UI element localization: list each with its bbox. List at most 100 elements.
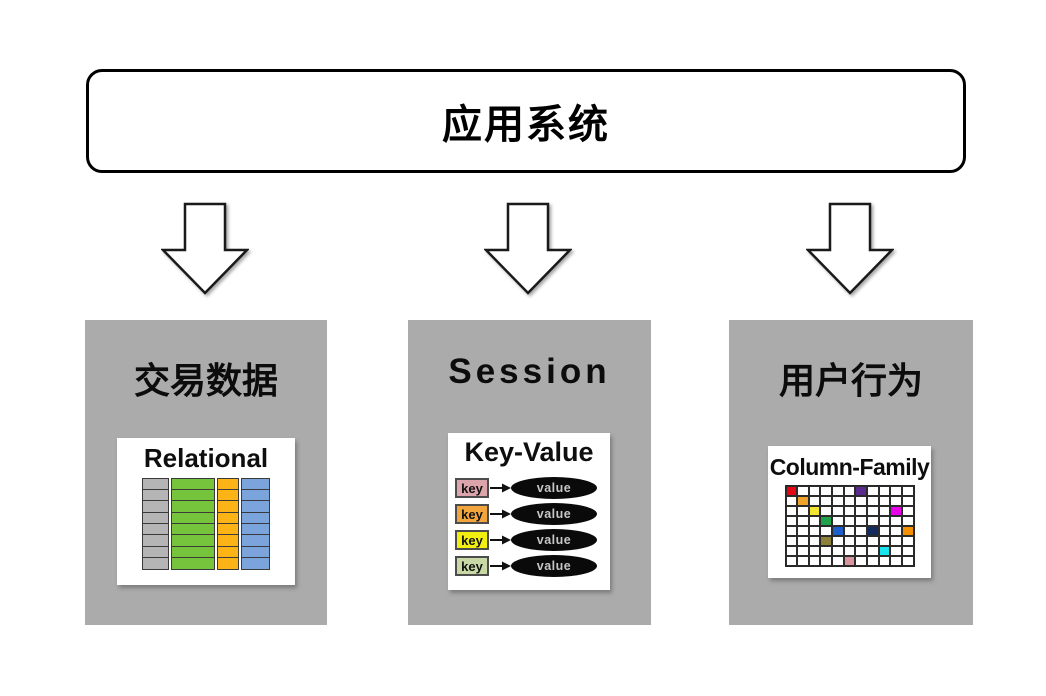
grid-cell (866, 486, 879, 497)
grid-cell (843, 516, 856, 527)
key-box: key (455, 478, 489, 499)
grid-cell (797, 486, 809, 497)
arrow-right-icon (490, 509, 511, 519)
grid-cell (890, 516, 902, 527)
grid-cell (797, 546, 809, 557)
grid-cell (890, 526, 902, 537)
grid-cell (785, 506, 798, 517)
grid-cell (843, 506, 856, 517)
column-family-grid (784, 485, 915, 568)
grid-cell-colored (843, 556, 856, 567)
relational-title: Relational (143, 443, 269, 473)
relational-cell (170, 557, 215, 570)
grid-cell (890, 496, 902, 507)
grid-cell (855, 546, 867, 557)
grid-cell (808, 546, 821, 557)
relational-cell (142, 557, 169, 570)
grid-cell (901, 506, 914, 517)
grid-cell (878, 516, 891, 527)
grid-cell (785, 516, 798, 527)
grid-cell (785, 496, 798, 507)
relational-column-orange (216, 477, 239, 570)
grid-cell (855, 516, 867, 527)
grid-cell (843, 486, 856, 497)
grid-cell (820, 526, 833, 537)
card-title: 用户行为 (778, 360, 923, 401)
page-title: 应用系统 (442, 103, 610, 147)
grid-cell-colored (878, 546, 891, 557)
grid-cell (866, 536, 879, 547)
grid-cell (855, 526, 867, 537)
grid-cell (901, 486, 914, 497)
grid-cell-colored (785, 486, 798, 497)
relational-column-blue (240, 477, 270, 570)
grid-cell-colored (820, 516, 833, 527)
grid-cell (901, 546, 914, 557)
grid-cell (808, 536, 821, 547)
arrow-right-icon (490, 561, 511, 571)
grid-cell (901, 496, 914, 507)
grid-cell (855, 556, 867, 567)
grid-cell (866, 506, 879, 517)
grid-cell (878, 556, 891, 567)
grid-cell (832, 536, 844, 547)
grid-cell (820, 486, 833, 497)
grid-cell-colored (866, 526, 879, 537)
key-box: key (455, 530, 489, 551)
grid-cell (901, 556, 914, 567)
grid-cell-colored (901, 526, 914, 537)
grid-cell (820, 506, 833, 517)
grid-cell (832, 556, 844, 567)
grid-cell (843, 496, 856, 507)
grid-cell-colored (797, 496, 809, 507)
grid-cell (890, 536, 902, 547)
column-family-title: Column-Family (769, 454, 930, 480)
grid-cell (878, 486, 891, 497)
down-arrow-icon (806, 202, 894, 295)
relational-column-gray (142, 477, 169, 570)
grid-cell (855, 536, 867, 547)
application-system-box: 应用系统 (86, 69, 966, 173)
value-ellipse: value (511, 529, 597, 552)
value-ellipse: value (511, 477, 597, 500)
grid-cell-colored (820, 536, 833, 547)
grid-cell (808, 486, 821, 497)
relational-column-green (170, 477, 215, 570)
grid-cell (797, 536, 809, 547)
grid-cell (855, 496, 867, 507)
grid-cell (832, 546, 844, 557)
grid-cell (785, 536, 798, 547)
column-family-image: Column-Family (768, 446, 931, 578)
value-ellipse: value (511, 555, 597, 578)
down-arrow-icon (161, 202, 249, 295)
grid-cell (866, 556, 879, 567)
key-value-row: key value (455, 477, 610, 500)
grid-cell (797, 556, 809, 567)
key-value-title: Key-Value (464, 437, 594, 467)
grid-cell-colored (808, 506, 821, 517)
card-title: 交易数据 (133, 360, 278, 401)
down-arrow-icon (484, 202, 572, 295)
grid-cell (832, 496, 844, 507)
datastore-card-transactions: 交易数据 Relational (85, 320, 327, 625)
grid-cell (832, 506, 844, 517)
grid-cell (878, 506, 891, 517)
grid-cell (843, 526, 856, 537)
grid-cell-colored (832, 526, 844, 537)
grid-cell (808, 516, 821, 527)
grid-cell (878, 536, 891, 547)
key-box: key (455, 504, 489, 525)
grid-cell (855, 506, 867, 517)
grid-cell (785, 556, 798, 567)
grid-cell (797, 516, 809, 527)
datastore-card-user-behavior: 用户行为 Column-Family (729, 320, 973, 625)
grid-cell (785, 546, 798, 557)
grid-cell (820, 496, 833, 507)
grid-cell (866, 546, 879, 557)
grid-cell (843, 536, 856, 547)
grid-cell-colored (855, 486, 867, 497)
